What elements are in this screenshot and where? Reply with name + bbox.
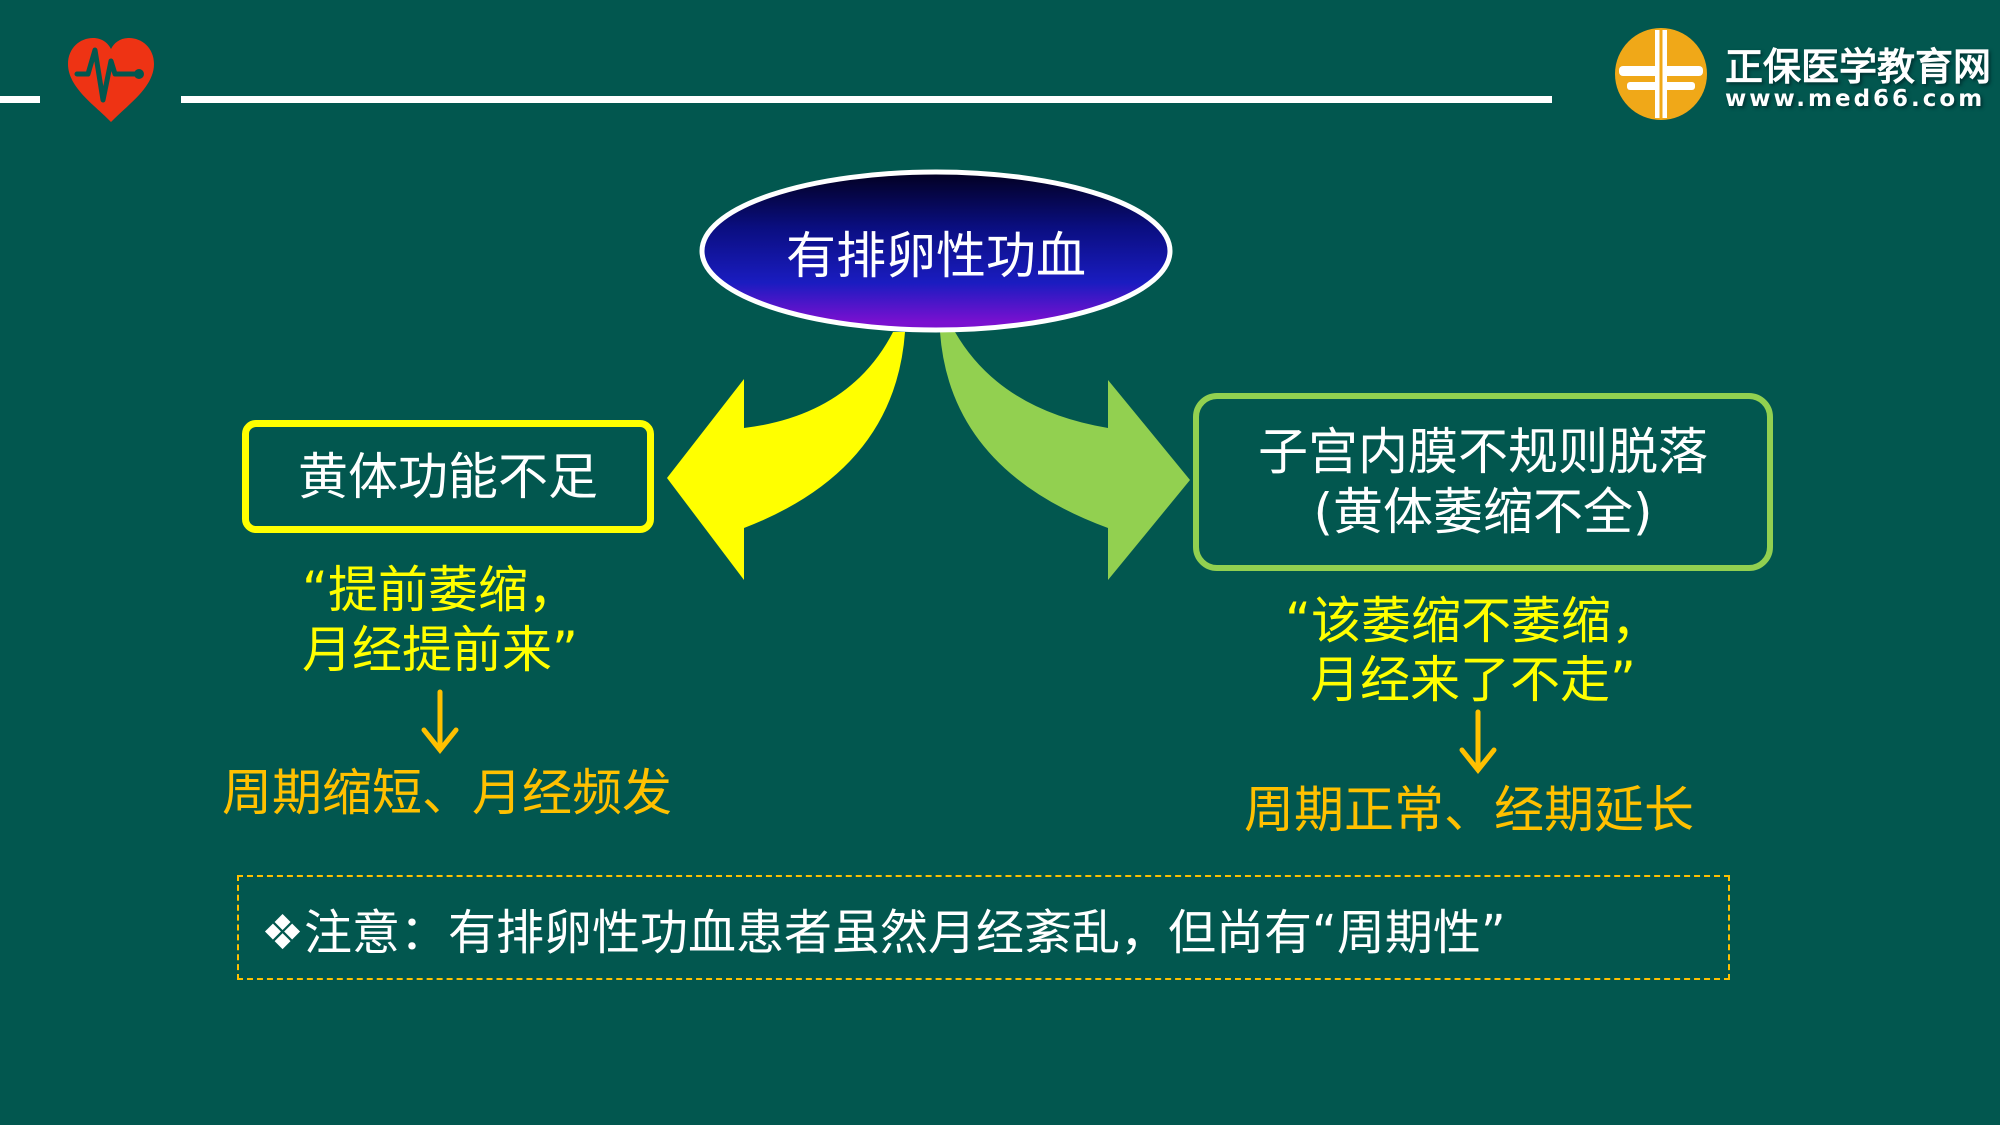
note-box: ❖注意：有排卵性功血患者虽然月经紊乱，但尚有“周期性” bbox=[237, 875, 1730, 980]
left-result: 周期缩短、月经频发 bbox=[222, 764, 672, 822]
logo-emblem-icon bbox=[1615, 28, 1707, 120]
logo-url: www.med66.com bbox=[1725, 86, 1986, 112]
yellow-curved-arrow bbox=[667, 332, 905, 580]
right-result: 周期正常、经期延长 bbox=[1244, 781, 1694, 839]
left-box: 黄体功能不足 bbox=[242, 420, 654, 533]
header-line-left bbox=[0, 96, 40, 103]
right-box: 子宫内膜不规则脱落 (黄体萎缩不全) bbox=[1193, 393, 1773, 571]
left-box-label: 黄体功能不足 bbox=[298, 447, 598, 506]
heart-pulse-icon bbox=[68, 38, 154, 122]
root-ellipse bbox=[699, 169, 1173, 333]
left-quote-line2: 月经提前来” bbox=[302, 621, 578, 679]
right-box-line2: (黄体萎缩不全) bbox=[1313, 483, 1653, 541]
note-text: ❖注意：有排卵性功血患者虽然月经紊乱，但尚有“周期性” bbox=[261, 904, 1506, 961]
left-down-arrow-icon bbox=[421, 689, 459, 755]
right-quote-line1: “该萎缩不萎缩， bbox=[1285, 592, 1661, 650]
right-quote-line2: 月经来了不走” bbox=[1310, 651, 1636, 709]
left-quote-line1: “提前萎缩， bbox=[302, 561, 578, 619]
root-label: 有排卵性功血 bbox=[786, 226, 1086, 285]
logo-name: 正保医学教育网 bbox=[1725, 45, 1992, 89]
right-down-arrow-icon bbox=[1459, 709, 1497, 775]
green-curved-arrow bbox=[940, 332, 1190, 580]
right-box-line1: 子宫内膜不规则脱落 bbox=[1258, 423, 1708, 481]
header-line bbox=[181, 96, 1552, 103]
